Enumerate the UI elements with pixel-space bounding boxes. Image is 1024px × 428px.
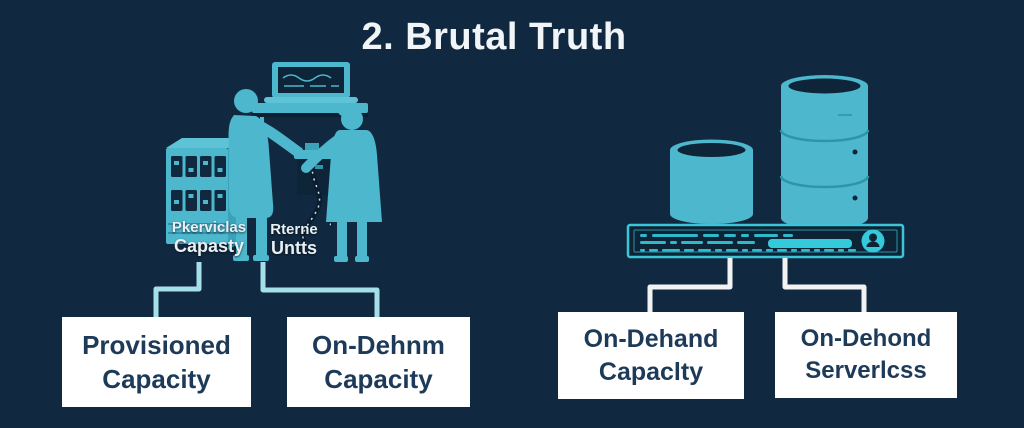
server-rack-icon — [626, 223, 905, 259]
shelf-icon — [252, 103, 368, 128]
connector-ondemand-left — [260, 262, 380, 318]
status-bar — [768, 239, 852, 248]
label-box-provisioned-capacity: Provisioned Capacity — [62, 317, 251, 407]
label-line: Capaclty — [598, 357, 704, 386]
illustration-label-line: Untts — [271, 238, 317, 259]
connector-provisioned — [153, 262, 202, 318]
desk-icon — [294, 140, 366, 195]
database-cylinder-large-icon — [779, 75, 870, 229]
illustration-label-line: Capasty — [173, 236, 245, 257]
illustration-label-line: Rterne — [270, 221, 318, 238]
connector-ondemand-right — [647, 258, 733, 313]
label-box-ondemand-capacity-left: On-Dehnm Capacity — [287, 317, 470, 407]
label-line: Capacity — [102, 364, 211, 394]
laptop-icon — [264, 62, 358, 103]
illustration-label-units: Rterne Untts — [250, 221, 338, 259]
database-cylinder-small-icon — [670, 139, 753, 224]
connector-serverless — [782, 258, 867, 313]
page-title: 2. Brutal Truth — [361, 16, 627, 58]
connector-lines — [153, 258, 867, 318]
label-line: On-Dehond — [800, 325, 932, 353]
illustration-label-line: Pkerviclas — [171, 219, 247, 236]
label-line: Capacity — [324, 364, 433, 394]
label-box-ondemand-serverless: On-Dehond Serverlcss — [775, 312, 957, 398]
label-line: Provisioned — [82, 329, 231, 360]
label-line: On-Dehnm — [312, 329, 445, 360]
user-badge-icon — [861, 229, 885, 253]
label-line: Serverlcss — [805, 357, 927, 384]
label-line: On-Dehand — [583, 324, 719, 353]
illustration-label-capacity: Pkerviclas Capasty — [148, 219, 270, 257]
label-box-ondemand-capacity-right: On-Dehand Capaclty — [558, 312, 744, 399]
